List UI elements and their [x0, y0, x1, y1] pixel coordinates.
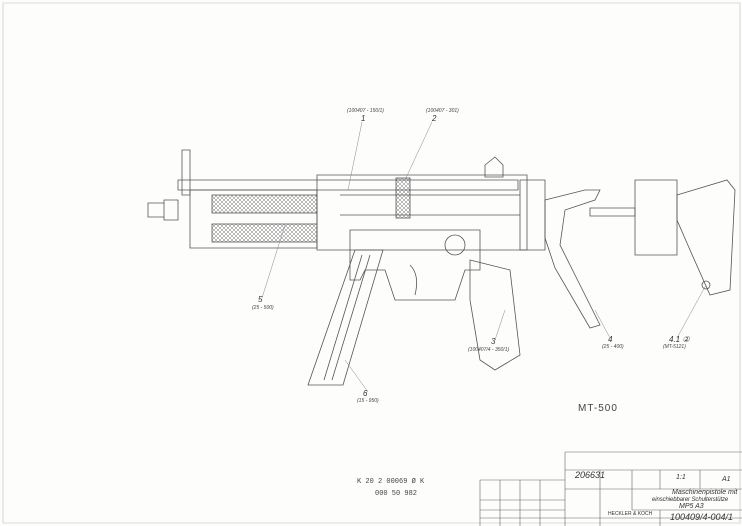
stamp-line-1: K 20 2 00069 Ø K: [357, 478, 425, 486]
trigger-group: [349, 229, 481, 301]
title-line-2: einschiebbarer Schulterstütze: [652, 497, 729, 503]
cocking-tube: [177, 179, 519, 191]
title-block-format: A1: [722, 476, 731, 483]
stock-butt: [676, 179, 736, 296]
callout-6-ref: (15 - 950): [357, 398, 379, 404]
rear-sight: [484, 156, 504, 178]
stock-rod: [589, 207, 636, 217]
callout-5-number: 5: [258, 295, 263, 304]
callout-2-ref: (100407 - 301): [426, 108, 459, 114]
callout-5-ref: (25 - 500): [252, 305, 274, 311]
pistol-grip: [469, 259, 521, 371]
stock-housing: [634, 179, 678, 256]
title-line-3: MP5 A3: [679, 503, 704, 510]
callout-6-number: 6: [363, 389, 368, 398]
callout-41-number: 4.1 ②: [669, 335, 690, 344]
muzzle: [147, 199, 179, 221]
callout-2-number: 2: [432, 114, 437, 123]
stamp-line-2: 000 50 982: [375, 490, 418, 498]
callout-1-ref: (100407 - 150/1): [347, 108, 384, 114]
handguard-grip-lower: [211, 223, 318, 243]
trigger: [409, 264, 418, 296]
callout-4-ref: (25 - 400): [602, 344, 624, 350]
title-block-scale: 1:1: [676, 474, 686, 481]
selector: [444, 234, 466, 256]
handguard-grip-upper: [211, 194, 318, 214]
collapsed-stock: [544, 189, 601, 329]
callout-3-number: 3: [491, 337, 496, 346]
end-cap: [519, 179, 546, 251]
title-block-number: 206631: [575, 470, 606, 480]
callout-41-ref: (MT-5121): [663, 344, 686, 350]
spring: [395, 177, 411, 219]
callout-1-number: 1: [361, 114, 366, 123]
magazine: [307, 249, 384, 386]
title-block: [479, 451, 742, 526]
company-name: HECKLER & KOCH: [608, 511, 653, 517]
callout-3-ref: (100407/4 - 350/1): [468, 347, 510, 353]
drawing-code: MT-500: [578, 403, 618, 414]
title-line-1: Maschinenpistole mit: [672, 489, 738, 496]
receiver: [316, 174, 528, 251]
front-sight: [181, 149, 191, 196]
drawing-number: 100409/4-004/1: [670, 512, 734, 522]
callout-4-number: 4: [608, 335, 613, 344]
